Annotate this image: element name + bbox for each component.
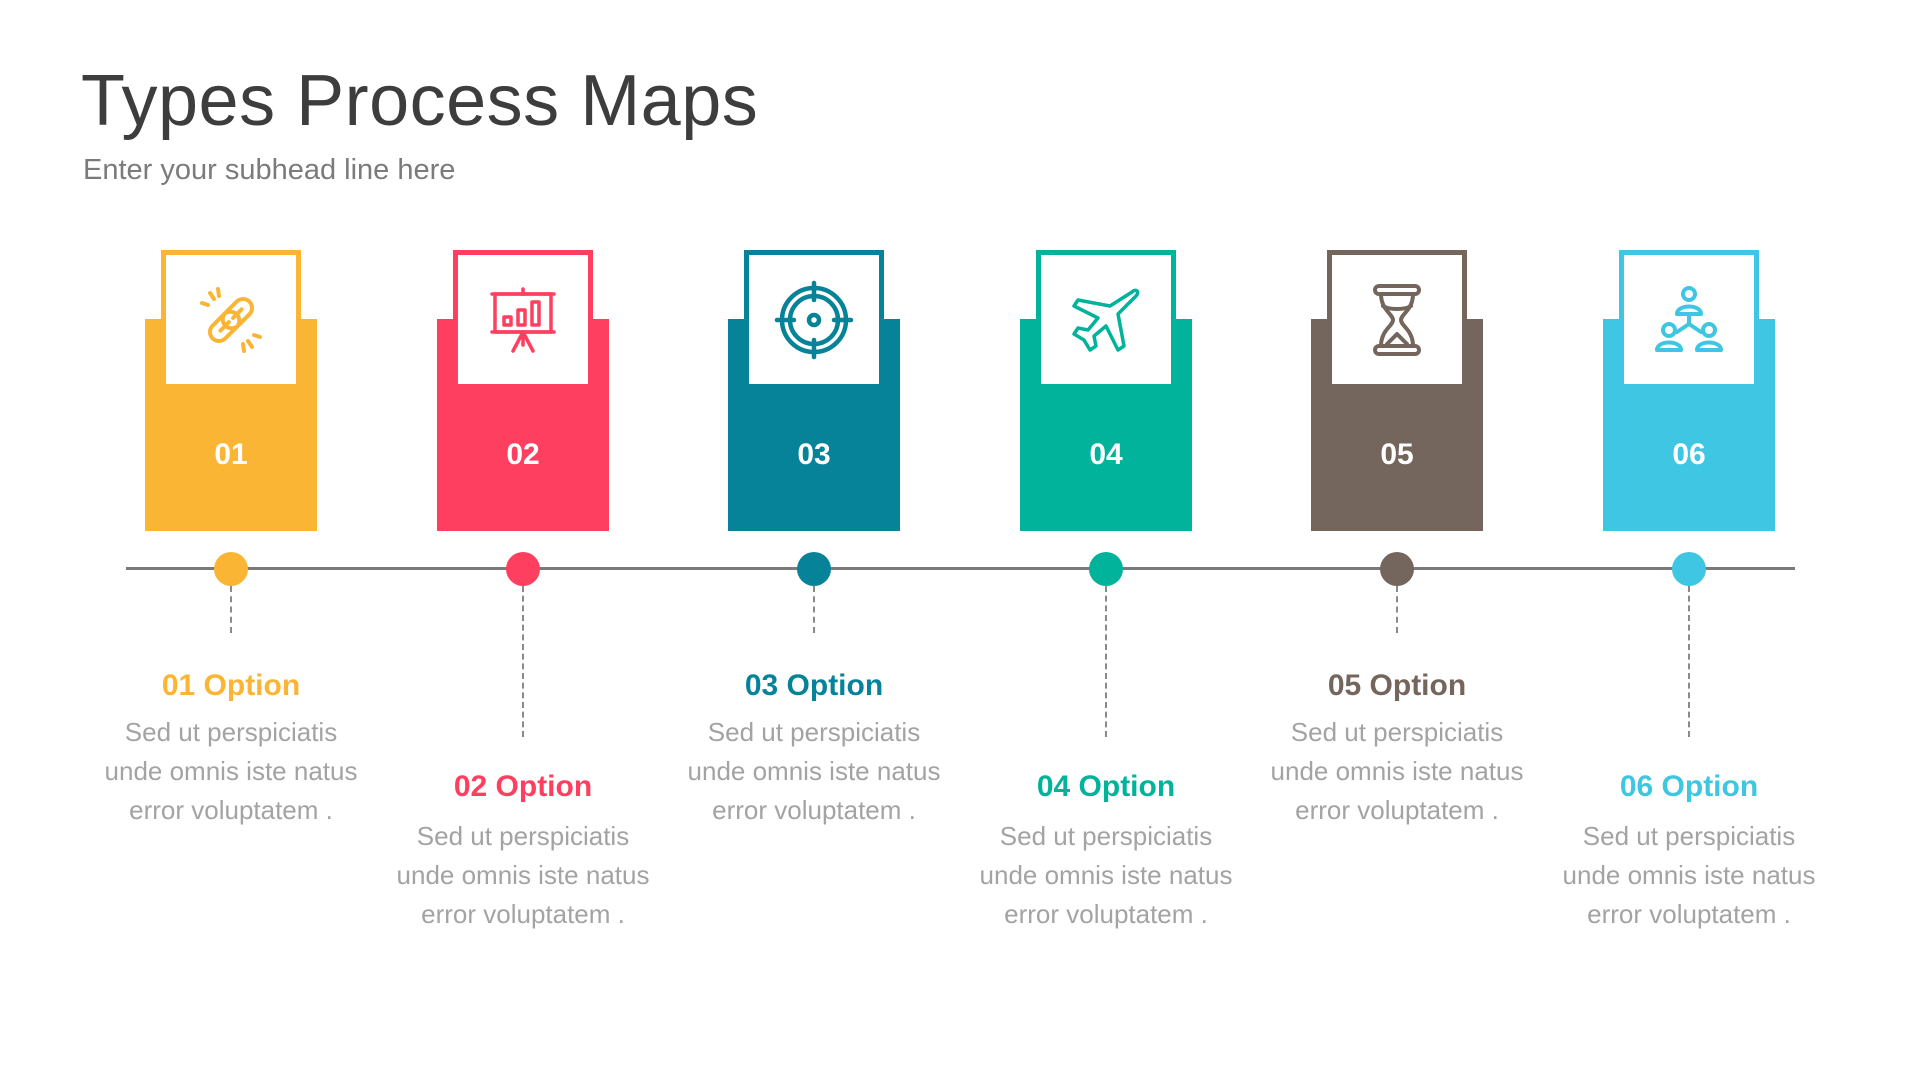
- dashed-connector-5: [1396, 586, 1398, 633]
- step-title-5: 05 Option: [1327, 669, 1467, 702]
- step-body-6: Sed ut perspiciatis unde omnis iste natu…: [1562, 821, 1816, 929]
- step-title-1: 01 Option: [161, 669, 301, 702]
- timeline-dot-2: [506, 552, 540, 586]
- timeline-dot-1: [214, 552, 248, 586]
- dashed-connector-3: [813, 586, 815, 633]
- dashed-connector-1: [230, 586, 232, 633]
- timeline-dot-6: [1672, 552, 1706, 586]
- step-5: 05 05 Option Sed ut perspiciatis unde om…: [1251, 0, 1543, 1080]
- icon-tab-4: [1036, 250, 1176, 384]
- dashed-connector-4: [1105, 586, 1107, 737]
- step-body-5: Sed ut perspiciatis unde omnis iste natu…: [1270, 717, 1524, 825]
- step-title-3: 03 Option: [744, 669, 884, 702]
- page-subhead: Enter your subhead line here: [83, 154, 456, 186]
- airplane-icon: [1072, 288, 1140, 352]
- step-number-3: 03: [797, 438, 831, 471]
- step-title-6: 06 Option: [1619, 770, 1759, 803]
- step-1: 01 01 Option Sed ut perspiciatis unde om…: [85, 0, 377, 1080]
- step-3: 03 03 Option Sed ut perspiciatis unde om…: [668, 0, 960, 1080]
- hourglass-icon: [1373, 283, 1421, 356]
- broken-link-icon: [200, 286, 262, 353]
- step-body-1: Sed ut perspiciatis unde omnis iste natu…: [104, 717, 358, 825]
- dashed-connector-2: [522, 586, 524, 737]
- dashed-connector-6: [1688, 586, 1690, 737]
- step-title-2: 02 Option: [453, 770, 593, 803]
- team-hierarchy-icon: [1655, 285, 1723, 352]
- step-number-2: 02: [506, 438, 540, 471]
- step-title-4: 04 Option: [1036, 770, 1176, 803]
- page-title: Types Process Maps: [81, 61, 759, 141]
- step-2: 02 02 Option Sed ut perspiciatis unde om…: [377, 0, 669, 1080]
- step-body-4: Sed ut perspiciatis unde omnis iste natu…: [979, 821, 1233, 929]
- step-number-5: 05: [1380, 438, 1414, 471]
- timeline-line: [126, 567, 1795, 570]
- step-body-2: Sed ut perspiciatis unde omnis iste natu…: [396, 821, 650, 929]
- timeline-dot-3: [797, 552, 831, 586]
- step-body-3: Sed ut perspiciatis unde omnis iste natu…: [687, 717, 941, 825]
- timeline-dot-5: [1380, 552, 1414, 586]
- icon-tab-5: [1327, 250, 1467, 384]
- presentation-chart-icon: [490, 286, 556, 353]
- step-4: 04 04 Option Sed ut perspiciatis unde om…: [960, 0, 1252, 1080]
- icon-tab-3: [744, 250, 884, 384]
- icon-tab-1: [161, 250, 301, 384]
- step-6: 06 06 Option Sed ut perspiciatis unde om…: [1543, 0, 1835, 1080]
- step-number-1: 01: [214, 438, 248, 471]
- timeline-dot-4: [1089, 552, 1123, 586]
- step-number-6: 06: [1672, 438, 1706, 471]
- target-icon: [774, 280, 854, 359]
- icon-tab-2: [453, 250, 593, 384]
- step-number-4: 04: [1089, 438, 1123, 471]
- icon-tab-6: [1619, 250, 1759, 384]
